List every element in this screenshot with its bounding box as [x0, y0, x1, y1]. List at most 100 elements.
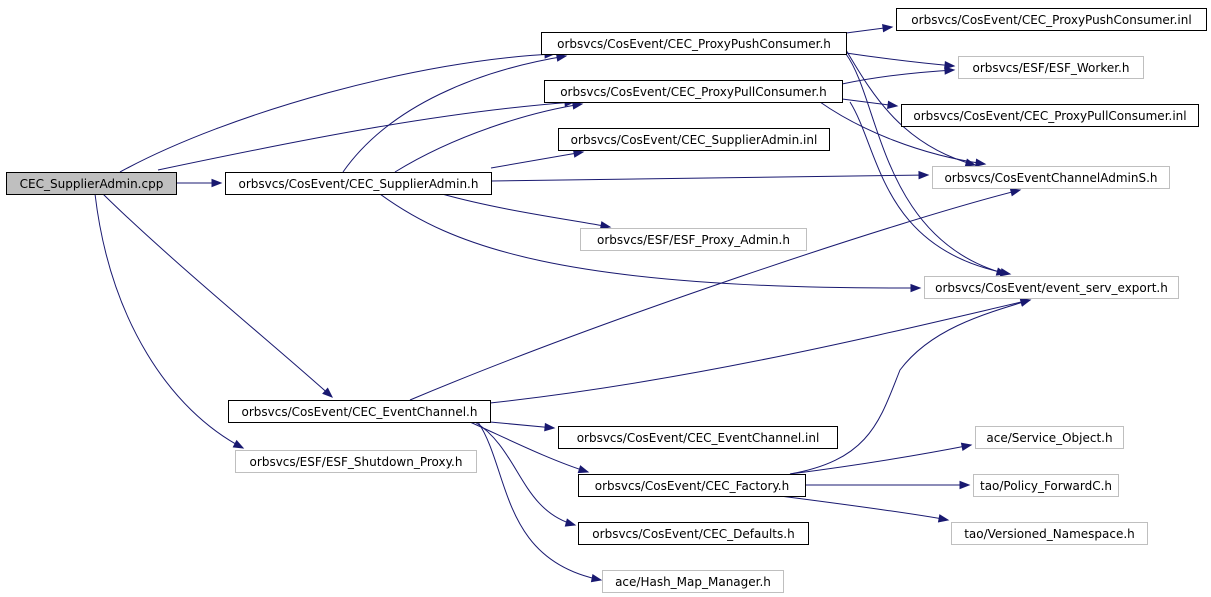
edge-ppl_h-to-chadmin	[819, 101, 987, 167]
edge-line	[157, 101, 575, 171]
edge-line	[489, 421, 555, 429]
node-pps_h[interactable]: orbsvcs/CosEvent/CEC_ProxyPushConsumer.h	[541, 32, 847, 55]
edge-arrowhead	[599, 221, 612, 230]
edge-sa_h-to-sa_inl	[490, 149, 585, 169]
edge-ppl_h-to-worker	[841, 66, 956, 85]
edge-arrowhead	[959, 480, 971, 490]
edge-arrowhead	[544, 422, 556, 432]
edge-root-to-shutdown	[94, 193, 245, 449]
edge-line	[379, 193, 921, 289]
node-pps_inl[interactable]: orbsvcs/CosEvent/CEC_ProxyPushConsumer.i…	[896, 8, 1207, 31]
node-box	[235, 450, 477, 473]
edge-arrowhead	[1009, 188, 1022, 197]
edge-ec_h-to-chadmin	[409, 188, 1022, 401]
node-label: orbsvcs/CosEvent/CEC_ProxyPushConsumer.i…	[911, 13, 1191, 27]
node-versioned[interactable]: tao/Versioned_Namespace.h	[951, 522, 1148, 545]
edge-sa_h-to-ppl_h	[394, 101, 584, 173]
node-ppl_h[interactable]: orbsvcs/CosEvent/CEC_ProxyPullConsumer.h	[544, 80, 843, 103]
node-label: ace/Hash_Map_Manager.h	[615, 575, 771, 589]
edge-arrowhead	[572, 149, 585, 158]
node-root[interactable]: CEC_SupplierAdmin.cpp	[6, 172, 177, 195]
node-box	[924, 276, 1179, 299]
edge-root-to-sa_h	[176, 178, 223, 188]
edge-root-to-pps_h	[119, 50, 556, 173]
edge-arrowhead	[882, 24, 894, 33]
node-sa_inl[interactable]: orbsvcs/CosEvent/CEC_SupplierAdmin.inl	[558, 128, 830, 151]
node-label: orbsvcs/CosEvent/CEC_ProxyPullConsumer.i…	[913, 109, 1186, 123]
nodes-layer: CEC_SupplierAdmin.cpp orbsvcs/CosEvent/CE…	[6, 8, 1207, 593]
node-label: orbsvcs/CosEvent/CEC_ProxyPullConsumer.h	[560, 85, 827, 99]
node-box	[228, 400, 491, 423]
edge-line	[489, 299, 1031, 404]
edge-arrowhead	[975, 158, 987, 167]
edge-arrowhead	[937, 514, 950, 523]
edge-arrowhead	[555, 53, 568, 62]
edge-arrowhead	[1019, 298, 1032, 307]
node-label: orbsvcs/ESF/ESF_Shutdown_Proxy.h	[250, 455, 463, 469]
edge-line	[819, 101, 986, 165]
node-ec_h[interactable]: orbsvcs/CosEvent/CEC_EventChannel.h	[228, 400, 491, 423]
node-shutdown[interactable]: orbsvcs/ESF/ESF_Shutdown_Proxy.h	[235, 450, 477, 473]
edge-root-to-ppl_h	[157, 98, 576, 171]
edge-sa_h-to-proxyadmin	[441, 193, 612, 230]
edge-sa_h-to-export	[379, 193, 922, 293]
node-box	[580, 228, 807, 251]
node-proxyadmin[interactable]: orbsvcs/ESF/ESF_Proxy_Admin.h	[580, 228, 807, 251]
node-ec_inl[interactable]: orbsvcs/CosEvent/CEC_EventChannel.inl	[558, 426, 838, 449]
node-box	[973, 474, 1119, 497]
node-worker[interactable]: orbsvcs/ESF/ESF_Worker.h	[958, 56, 1144, 79]
edge-pps_h-to-worker	[845, 52, 956, 70]
edge-line	[441, 193, 611, 228]
node-box	[975, 426, 1124, 449]
edge-line	[849, 101, 1011, 275]
node-factory[interactable]: orbsvcs/CosEvent/CEC_Factory.h	[578, 474, 806, 497]
node-chadmin[interactable]: orbsvcs/CosEventChannelAdminS.h	[932, 166, 1170, 189]
edge-arrowhead	[887, 100, 899, 109]
edge-line	[119, 53, 555, 173]
node-box	[896, 8, 1207, 31]
edge-sa_h-to-pps_h	[342, 53, 568, 173]
edge-sa_h-to-chadmin	[490, 170, 930, 182]
node-ppl_inl[interactable]: orbsvcs/CosEvent/CEC_ProxyPullConsumer.i…	[901, 104, 1199, 127]
node-sa_h[interactable]: orbsvcs/CosEvent/CEC_SupplierAdmin.h	[225, 172, 492, 195]
edge-line	[845, 52, 955, 67]
edge-ec_h-to-hashmap	[477, 421, 603, 583]
node-box	[932, 166, 1170, 189]
edge-root-to-ec_h	[102, 193, 334, 398]
edge-ppl_h-to-export	[849, 101, 1012, 277]
node-box	[602, 570, 784, 593]
edge-line	[841, 69, 955, 85]
edge-ec_h-to-defaults	[474, 421, 577, 527]
node-export[interactable]: orbsvcs/CosEvent/event_serv_export.h	[924, 276, 1179, 299]
edges-layer	[94, 24, 1032, 583]
node-box	[578, 474, 806, 497]
edge-arrowhead	[944, 60, 956, 70]
node-hashmap[interactable]: ace/Hash_Map_Manager.h	[602, 570, 784, 593]
node-defaults[interactable]: orbsvcs/CosEvent/CEC_Defaults.h	[578, 522, 809, 545]
edge-factory-to-svcobj	[789, 442, 973, 475]
edge-factory-to-export	[789, 298, 1032, 475]
edge-ec_h-to-export	[489, 298, 1032, 404]
node-label: orbsvcs/CosEvent/CEC_SupplierAdmin.inl	[571, 133, 818, 147]
node-box	[951, 522, 1148, 545]
edge-line	[102, 193, 333, 398]
edge-line	[789, 299, 1031, 475]
node-policy[interactable]: tao/Policy_ForwardC.h	[973, 474, 1119, 497]
edge-line	[474, 421, 576, 526]
edge-line	[845, 53, 1007, 275]
edge-arrowhead	[590, 574, 603, 583]
node-label: orbsvcs/CosEvent/CEC_EventChannel.inl	[577, 431, 820, 445]
edge-line	[342, 55, 567, 173]
node-label: ace/Service_Object.h	[986, 431, 1112, 445]
node-box	[958, 56, 1144, 79]
node-box	[578, 522, 809, 545]
edge-arrowhead	[910, 283, 922, 293]
edge-ppl_h-to-ppl_inl	[841, 98, 899, 109]
node-box	[558, 128, 830, 151]
edge-line	[409, 189, 1021, 401]
node-svcobj[interactable]: ace/Service_Object.h	[975, 426, 1124, 449]
edge-arrowhead	[577, 465, 590, 474]
edge-arrowhead	[211, 178, 223, 188]
edge-ec_h-to-ec_inl	[489, 421, 556, 432]
